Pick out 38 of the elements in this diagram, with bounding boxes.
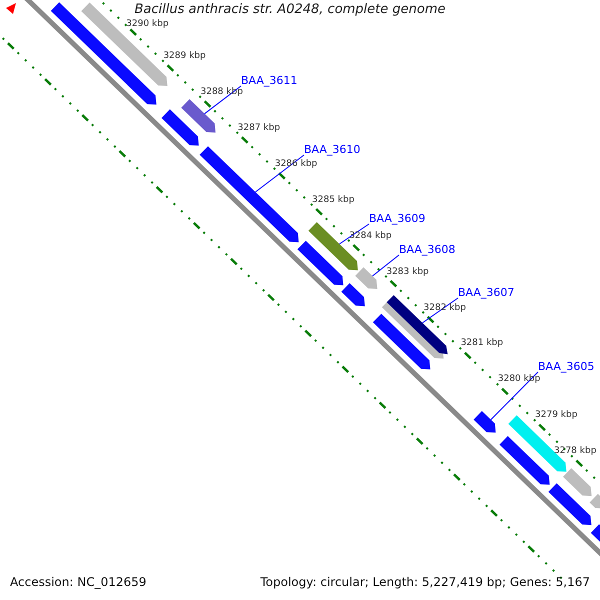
tick-label: 3278 kbp xyxy=(554,446,596,458)
gene-label: BAA_3611 xyxy=(241,74,298,88)
footer-text: Accession: NC_012659 xyxy=(10,575,146,590)
leader-line xyxy=(254,154,304,193)
gene-feature xyxy=(181,99,216,133)
tick-label: 3285 kbp xyxy=(312,194,354,206)
gene-feature xyxy=(500,436,550,485)
gene-feature xyxy=(563,468,592,496)
tick-label: 3287 kbp xyxy=(238,122,280,134)
gene-feature xyxy=(341,283,365,306)
gene-label: BAA_3605 xyxy=(538,360,594,374)
leader-line xyxy=(372,254,400,276)
gene-label: BAA_3610 xyxy=(304,143,360,156)
tick-label: 3282 kbp xyxy=(424,302,466,314)
gene-label: BAA_3607 xyxy=(458,286,514,300)
gene-feature xyxy=(590,494,600,509)
tick-label: 3279 kbp xyxy=(535,410,578,422)
gene-label: BAA_3608 xyxy=(399,243,456,256)
gene-feature xyxy=(590,524,600,542)
footer-text: Topology: circular; Length: 5,227,419 bp; Genes: 5,167 xyxy=(260,575,590,590)
gene-feature xyxy=(162,109,199,146)
tick-label: 3289 kbp xyxy=(163,51,206,62)
gene-feature xyxy=(474,411,496,433)
gene-feature xyxy=(372,314,430,370)
gene-feature xyxy=(548,483,592,526)
gene-feature xyxy=(297,240,344,286)
leader-line xyxy=(490,372,538,420)
tick-label: 3281 kbp xyxy=(460,338,504,350)
gene-feature xyxy=(355,267,378,289)
leader-line xyxy=(422,298,458,324)
gene-feature xyxy=(200,146,299,242)
title: Bacillus anthracis str. A0248, complete genome xyxy=(134,2,446,18)
tick-label: 3283 kbp xyxy=(386,266,429,278)
leader-line xyxy=(338,224,370,244)
leader-line xyxy=(204,86,242,114)
gene-label: BAA_3609 xyxy=(369,212,426,226)
tick-label: 3290 kbp xyxy=(126,19,169,30)
tick-label: 3284 kbp xyxy=(349,230,392,242)
